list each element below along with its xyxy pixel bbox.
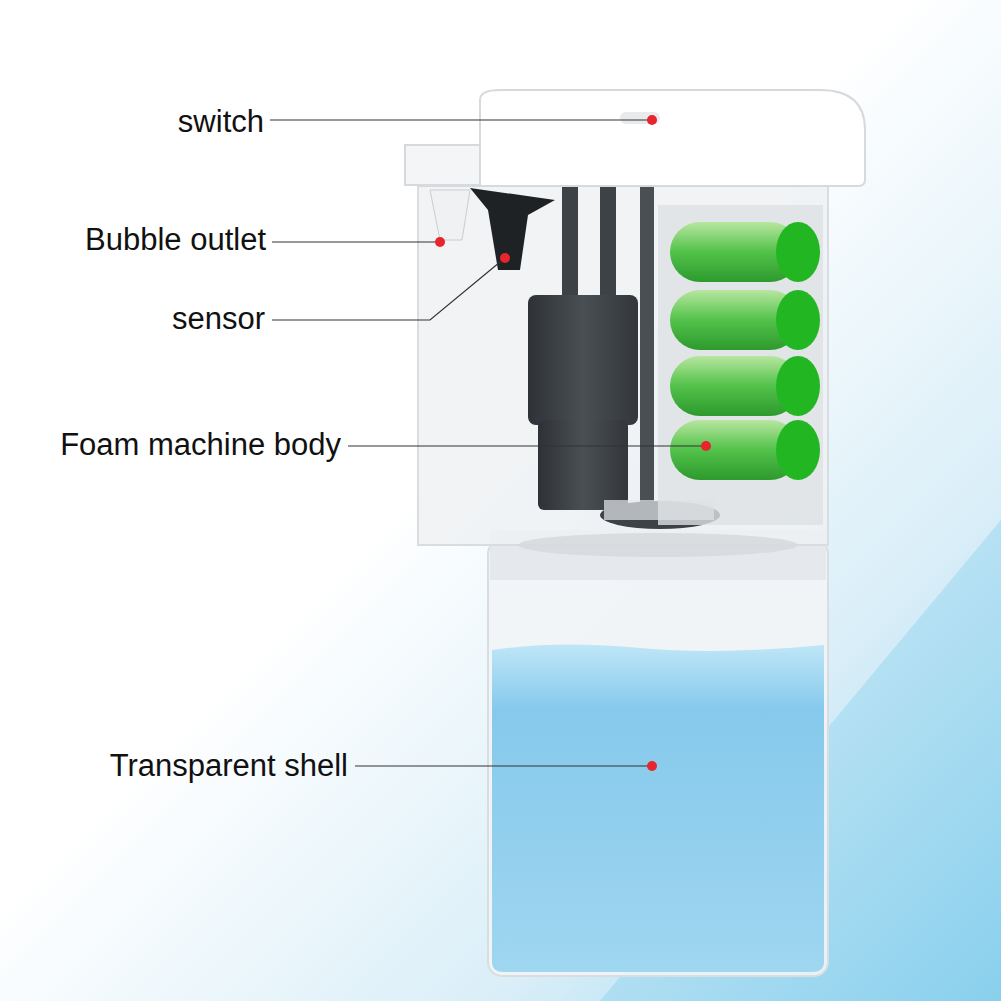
part-label: Foam machine body: [60, 429, 341, 460]
upper-housing: [418, 150, 828, 557]
part-label: Transparent shell: [110, 750, 348, 781]
part-label: switch: [178, 106, 264, 137]
callout-dots: [435, 115, 711, 771]
part-label: sensor: [172, 303, 265, 334]
top-cap: [405, 90, 865, 270]
bottle: [488, 530, 828, 976]
part-label: Bubble outlet: [85, 224, 266, 255]
batteries: [670, 222, 820, 480]
